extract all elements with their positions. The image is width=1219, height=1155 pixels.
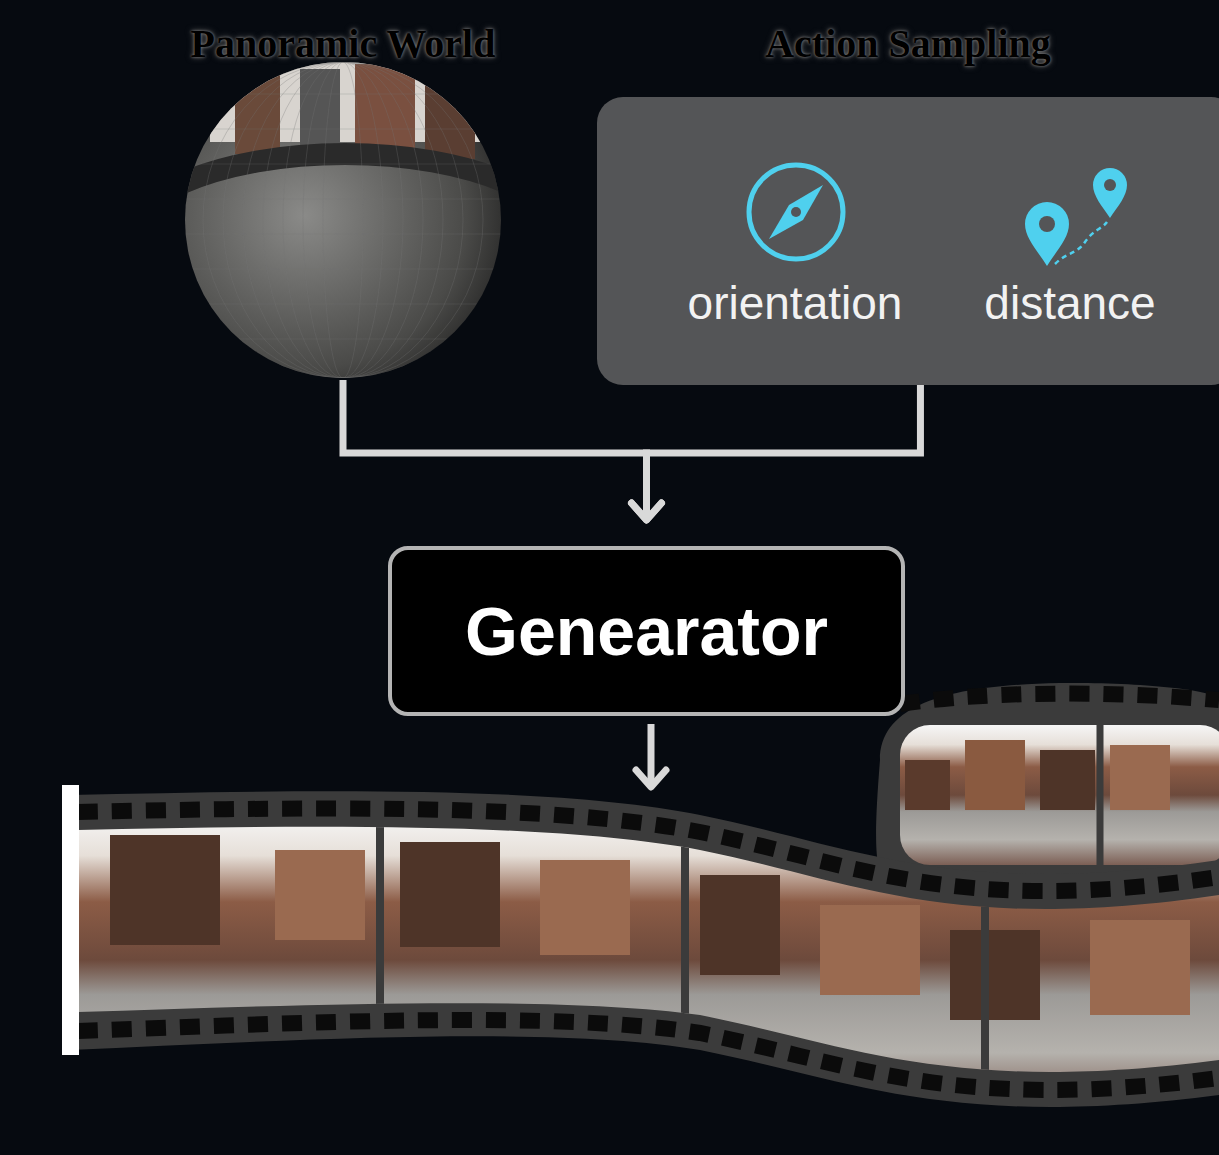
section-title: Panoramic World xyxy=(191,20,496,68)
panoramic-world-node: Panoramic World xyxy=(150,14,536,380)
action-label: orientation xyxy=(688,276,903,330)
action-panel xyxy=(597,97,1219,385)
panorama-frame xyxy=(900,725,1219,865)
merge-connector xyxy=(632,385,921,520)
generator-box: Genearator xyxy=(388,546,905,716)
output-arrowhead xyxy=(636,770,666,787)
merge-connector xyxy=(343,380,662,520)
box-label: Genearator xyxy=(465,591,828,671)
output-arrow xyxy=(648,724,655,786)
panorama-sphere xyxy=(150,14,536,380)
sprocket-holes xyxy=(900,694,1219,704)
section-title: Action Sampling xyxy=(765,20,1051,68)
action-icons xyxy=(597,14,1219,385)
action-sampling-panel: Action Sampling orientation distance xyxy=(597,14,1219,385)
action-label: distance xyxy=(984,276,1155,330)
start-bar xyxy=(62,785,79,1055)
panorama-frames xyxy=(70,810,1219,1105)
